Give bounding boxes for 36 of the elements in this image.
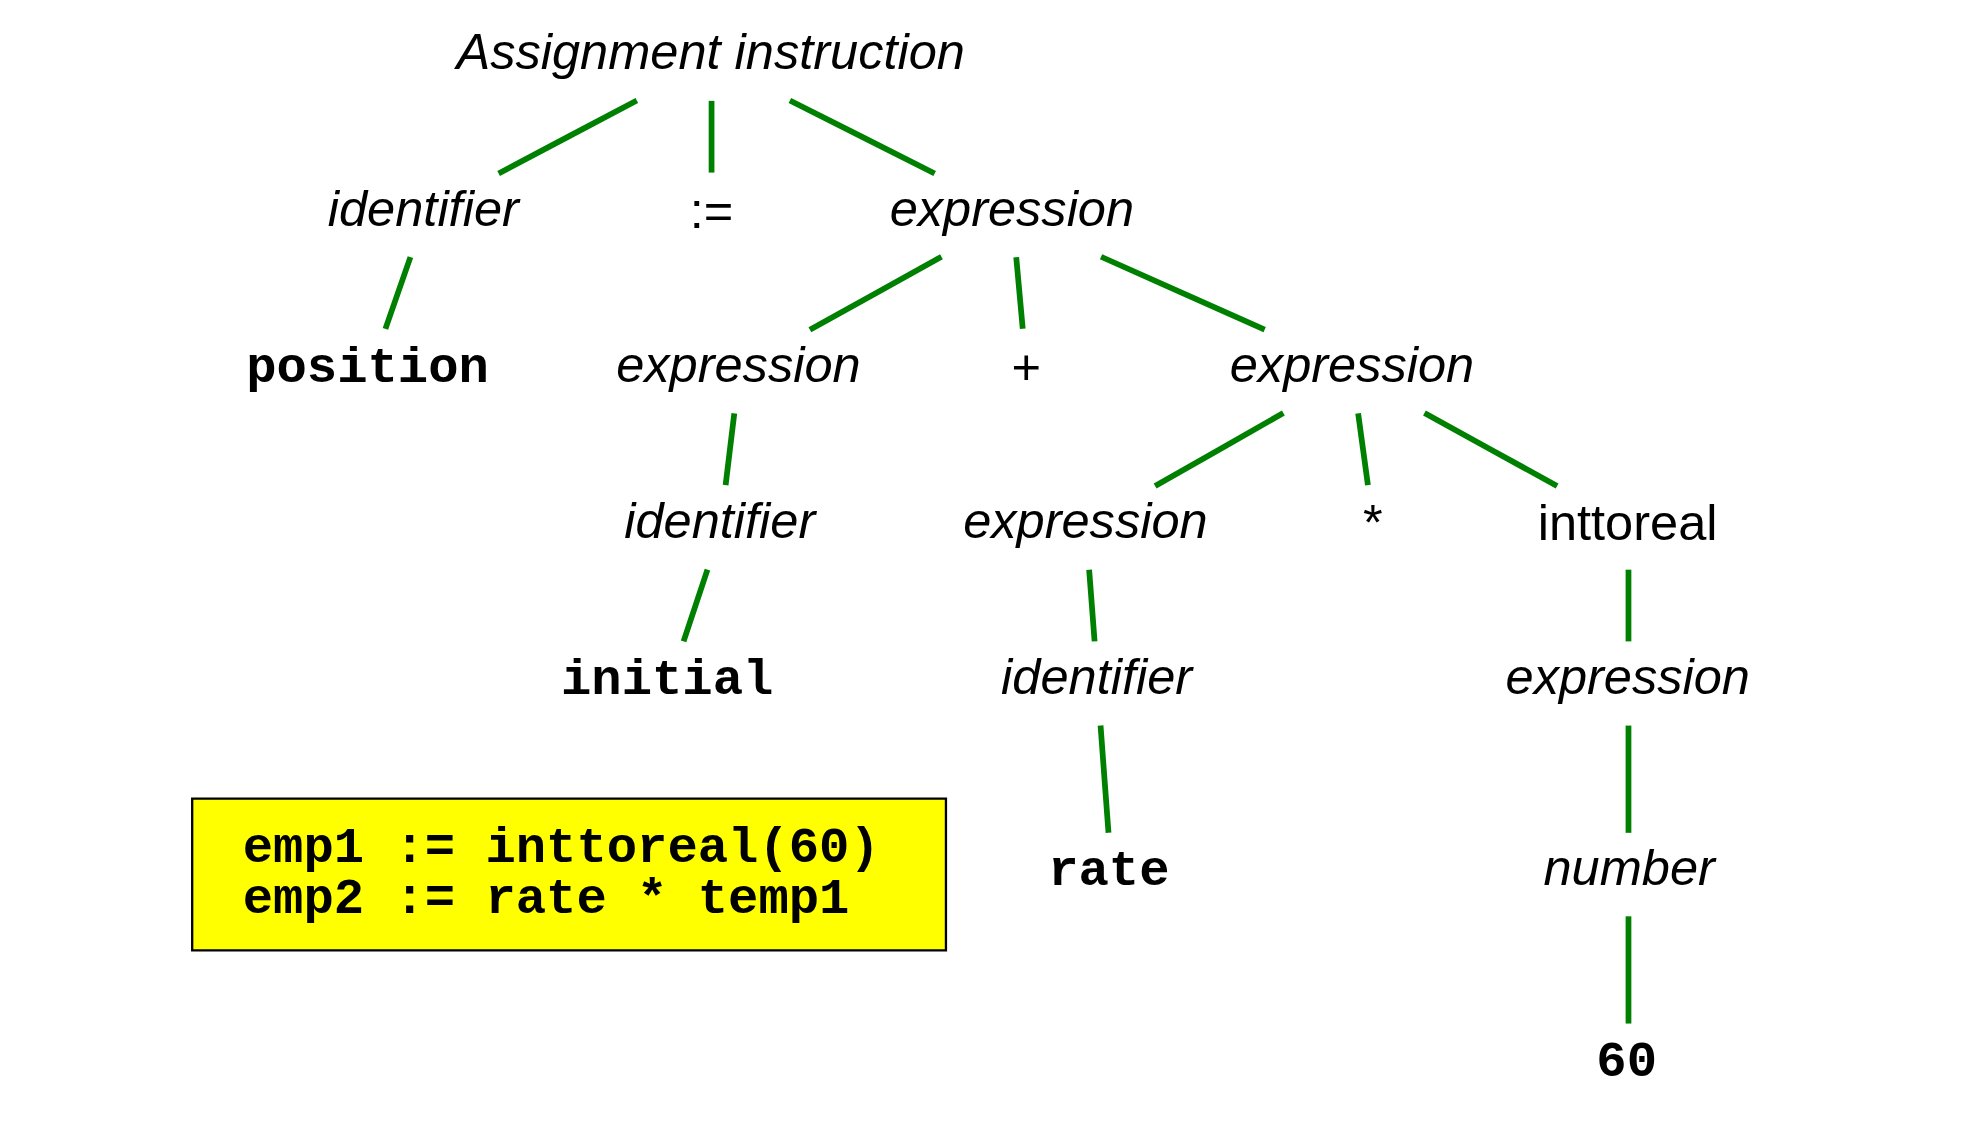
node-text: expression: [1229, 335, 1474, 393]
node-text: Assignment instruction: [455, 23, 965, 81]
connector: [1625, 569, 1631, 642]
node-text: expression: [962, 492, 1208, 550]
connector: [1153, 410, 1285, 489]
node-text: identifier: [623, 492, 815, 550]
node-text: +: [1010, 338, 1041, 396]
connector: [1097, 725, 1111, 834]
node-text: expression: [615, 335, 861, 393]
node-text: initial: [560, 652, 773, 710]
connector: [680, 568, 710, 643]
node-text: rate: [1047, 843, 1170, 901]
node-text: 60: [1595, 1033, 1657, 1091]
connector: [1099, 254, 1266, 333]
connector: [1625, 725, 1631, 833]
connector: [382, 256, 413, 330]
connector: [808, 254, 943, 333]
connector: [1422, 410, 1558, 489]
node-text: *: [1362, 494, 1383, 552]
connector: [1625, 916, 1631, 1024]
connector: [708, 100, 714, 173]
node-text: position: [245, 339, 489, 397]
node-text: expression: [889, 179, 1134, 237]
node-text: identifier: [327, 179, 519, 237]
node-text: :=: [689, 181, 733, 239]
node-text: number: [1542, 839, 1715, 897]
connector: [788, 97, 936, 176]
connector: [496, 97, 638, 176]
connector: [1085, 569, 1097, 642]
connector: [1354, 413, 1371, 486]
node-text: expression: [1505, 648, 1750, 706]
connector: [722, 413, 737, 486]
connector: [1012, 256, 1026, 330]
node-box: emp1 := inttoreal(60) emp2 := rate * temp1: [190, 797, 947, 952]
node-text: identifier: [1000, 648, 1192, 706]
node-text: inttoreal: [1537, 494, 1718, 552]
